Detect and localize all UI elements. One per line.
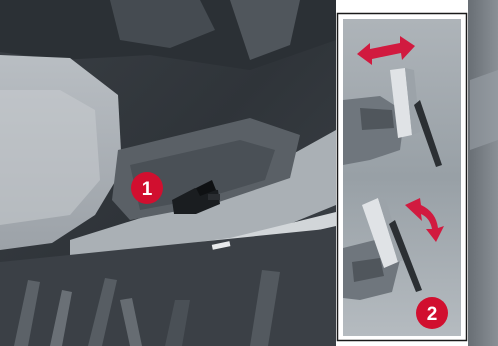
inset-panel: 2 xyxy=(337,13,467,341)
marker-2: 2 xyxy=(416,297,448,329)
right-edge-photo xyxy=(468,0,498,346)
main-photo: 1 xyxy=(0,0,336,346)
marker-1: 1 xyxy=(131,172,163,204)
marker-1-label: 1 xyxy=(142,179,153,200)
marker-2-label: 2 xyxy=(427,304,438,325)
